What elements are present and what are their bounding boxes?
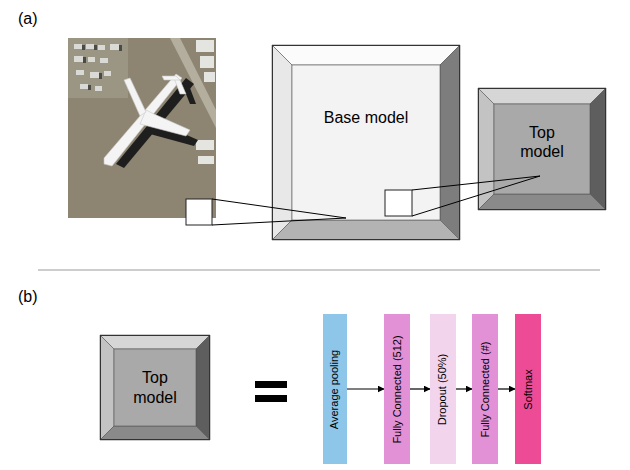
satellite-image [68,38,216,225]
vehicle-shadows [82,45,122,90]
projection-line [412,176,540,216]
bevel-bottom [478,194,606,210]
equals-sign [255,381,287,402]
bevel-outline [273,46,460,240]
dense-layer: Fully Connected (512) [384,314,410,464]
flow-arrow [498,388,515,389]
bevel-top [100,335,210,349]
bevel-right [590,88,606,210]
bevel-left [478,88,494,210]
layer-label: Fully Connected (#) [480,341,491,437]
layer-label: Dropout (50%) [438,353,449,425]
flow-arrow [347,388,384,389]
projection-line [412,176,540,190]
bevel-top [272,45,460,65]
buildings [196,40,215,164]
bevel-bottom [100,426,210,440]
image-ground [68,38,216,218]
bevel-frame [100,335,210,440]
bevel-outline [101,336,210,440]
block-label: Top model [513,123,571,161]
bevel-right [196,335,210,440]
bevel-top [478,88,606,104]
block-label: Base model [324,108,409,127]
softmax-layer: Softmax [515,314,541,464]
model-block: Base model [272,45,460,240]
airplane-shadow [116,78,198,168]
bevel-outline [479,89,606,210]
parked-vehicles [74,44,119,91]
model-block: Top model [100,335,210,440]
bevel-bottom [272,220,460,240]
bevel-left [272,45,292,240]
airplane [104,74,190,166]
divider-line [38,270,600,271]
bevel-left [100,335,114,440]
layer-label: Fully Connected (512) [392,335,403,443]
road [170,38,216,128]
feature-square [385,190,412,216]
flow-arrow [456,388,472,389]
bevel-face [114,349,196,426]
pooling-layer: Average pooling [323,314,347,464]
bevel-face [292,65,440,220]
layer-label: Softmax [523,369,534,409]
panel-label: (b) [18,288,38,306]
dropout-layer: Dropout (50%) [430,314,456,464]
block-label: Top model [126,368,184,406]
layer-label: Average pooling [330,349,341,428]
flow-arrow [410,388,430,389]
model-block: Top model [478,88,606,210]
bevel-frame [272,45,460,240]
bevel-right [440,45,460,240]
patch-square [186,199,212,225]
projection-line [212,218,346,225]
parking-area [68,38,128,98]
dense-layer: Fully Connected (#) [472,314,498,464]
projection-line [212,199,346,218]
bevel-face [494,104,590,194]
panel-label: (a) [18,10,38,28]
